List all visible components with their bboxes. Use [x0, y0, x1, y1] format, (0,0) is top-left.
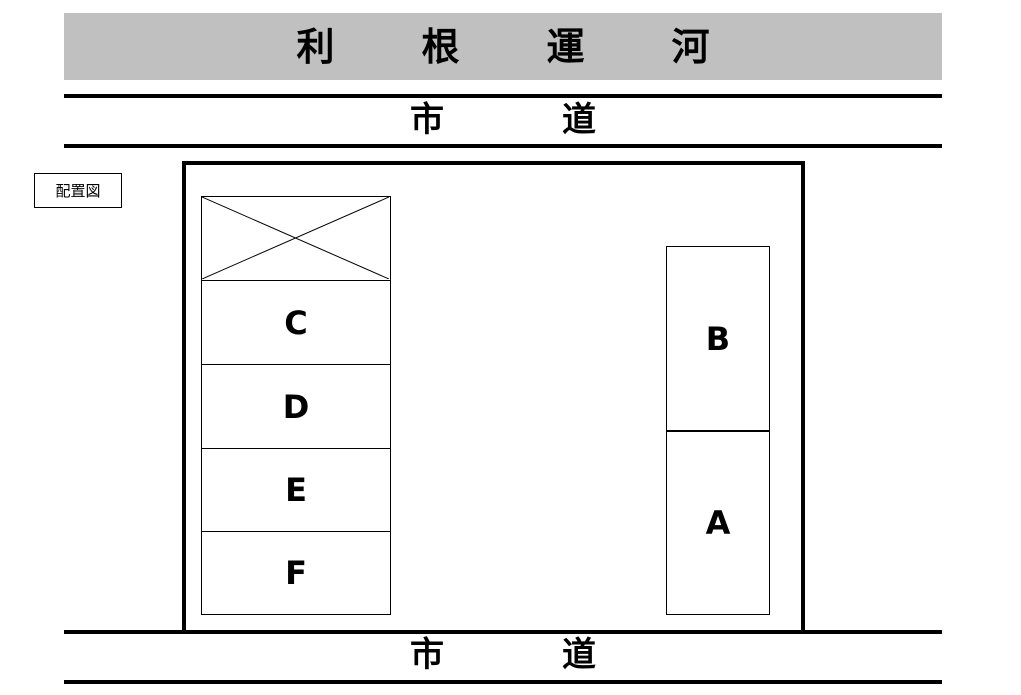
road-bottom-lower-line [64, 680, 942, 684]
road-top-upper-line [64, 94, 942, 98]
canal-char: 利 [296, 24, 335, 69]
legend-box: 配置図 [34, 173, 122, 208]
parking-space-a[interactable]: A [666, 430, 770, 615]
road-bottom-upper-line [64, 630, 942, 634]
space-label: B [705, 320, 731, 358]
road-char: 道 [562, 100, 596, 140]
road-char: 道 [562, 635, 596, 675]
road-char: 市 [410, 100, 444, 140]
road-bottom-label: 市 道 [64, 635, 942, 675]
space-label: E [285, 471, 307, 509]
space-label: C [284, 303, 308, 342]
canal-char: 根 [421, 24, 460, 69]
space-label: F [285, 554, 307, 592]
road-top-label: 市 道 [64, 100, 942, 140]
unavailable-space [201, 196, 391, 281]
parking-lot-boundary [182, 161, 805, 634]
parking-space-c[interactable]: C [201, 280, 391, 365]
space-label: A [705, 503, 731, 542]
parking-space-b[interactable]: B [666, 246, 770, 432]
parking-space-f[interactable]: F [201, 531, 391, 615]
legend-label: 配置図 [55, 182, 101, 200]
road-char: 市 [410, 635, 444, 675]
canal-banner: 利 根 運 河 [64, 13, 942, 80]
road-top-lower-line [64, 144, 942, 148]
canal-char: 河 [671, 24, 710, 69]
cross-mark-icon [202, 197, 389, 279]
space-label: D [282, 387, 310, 426]
parking-space-d[interactable]: D [201, 364, 391, 449]
parking-space-e[interactable]: E [201, 448, 391, 532]
canal-char: 運 [546, 24, 585, 69]
